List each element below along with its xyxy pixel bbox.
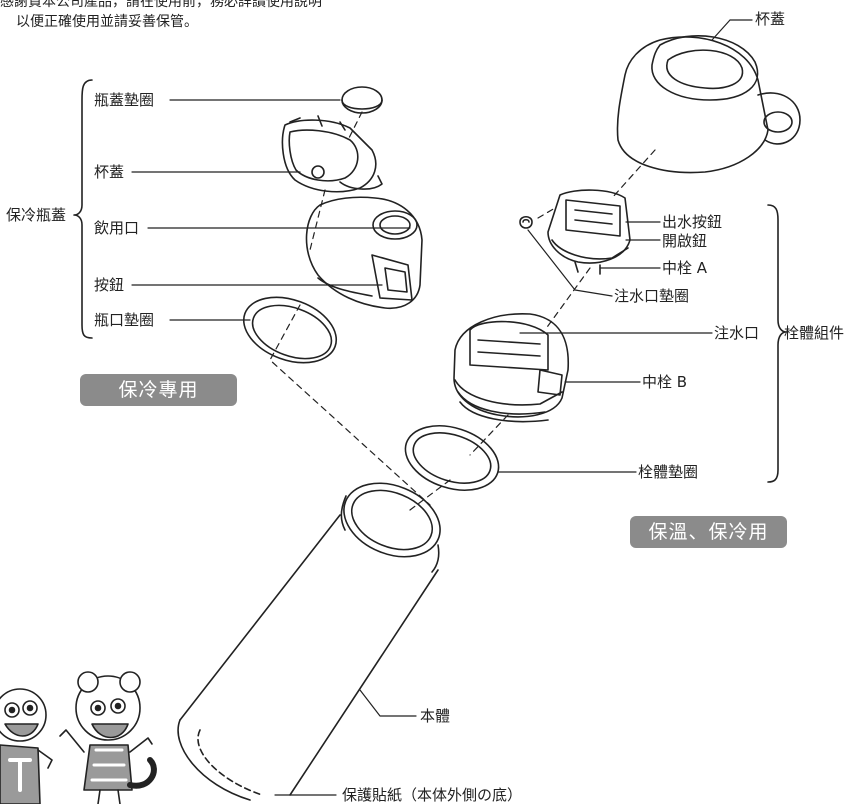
pour-spout-label: 注水口 xyxy=(714,324,760,342)
top-cup-lid-drawing xyxy=(616,34,801,174)
leader-lines xyxy=(131,19,753,796)
center-plug-a-drawing xyxy=(519,189,631,275)
warm-cold-badge: 保溫、保冷用 xyxy=(630,516,787,548)
button-label: 按鈕 xyxy=(94,276,125,294)
mascot-right-tiger xyxy=(59,671,157,804)
stopper-gasket-drawing xyxy=(404,425,500,491)
cap-gasket-label: 瓶蓋墊圈 xyxy=(94,91,155,109)
stopper-bracket xyxy=(767,204,787,483)
protective-sticker-label: 保護貼紙（本体外側の底） xyxy=(342,786,523,804)
cold-lid-group-label: 保冷瓶蓋 xyxy=(6,206,67,224)
open-button-label: 開啟鈕 xyxy=(662,232,708,250)
stopper-gasket-label: 栓體墊圈 xyxy=(638,463,699,481)
intro-line-1: 感謝貴本公司產品，請在使用前，務必詳讀使用說明 xyxy=(0,0,322,10)
center-plug-b-label: 中栓 B xyxy=(642,373,688,391)
cold-lid-drawing xyxy=(281,115,423,310)
mascot-left-tiger xyxy=(0,688,53,804)
spout-gasket-label: 注水口墊圈 xyxy=(614,287,690,305)
intro-line-2: 以便正確使用並請妥善保管。 xyxy=(16,14,198,30)
mouth-gasket-drawing xyxy=(242,296,338,364)
assembly-axes xyxy=(269,111,656,511)
top-cup-lid-label: 杯蓋 xyxy=(755,10,786,28)
water-button-label: 出水按鈕 xyxy=(662,213,723,231)
stopper-assembly-group-label: 栓體組件 xyxy=(784,324,845,342)
cold-only-badge: 保冷專用 xyxy=(80,374,237,406)
bottle-body-drawing xyxy=(177,482,441,801)
cold-lid-bracket xyxy=(73,79,93,339)
center-plug-a-label: 中栓 A xyxy=(662,259,708,277)
mouth-gasket-label: 瓶口墊圈 xyxy=(94,311,155,329)
cup-lid-label: 杯蓋 xyxy=(94,163,125,181)
drinking-spout-label: 飲用口 xyxy=(94,219,140,237)
bottle-body-label: 本體 xyxy=(420,707,451,725)
center-plug-b-drawing xyxy=(453,313,570,423)
